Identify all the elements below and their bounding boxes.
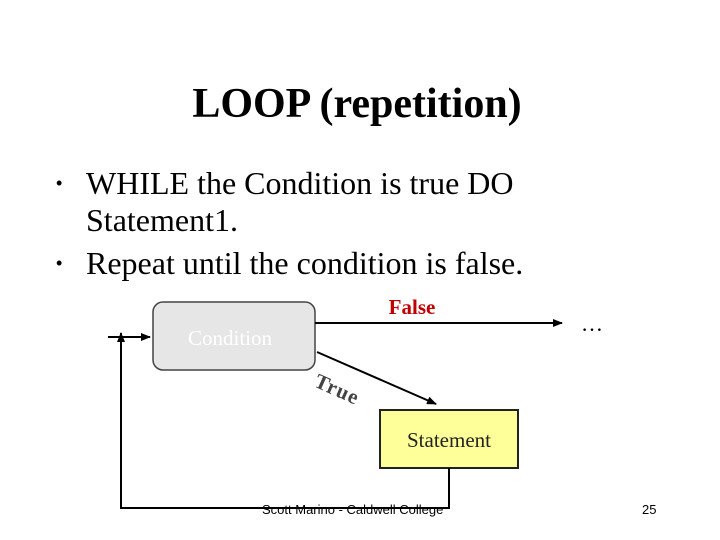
bullet-icon: • — [56, 253, 63, 273]
loop-back-arrow — [117, 332, 450, 509]
continuation-ellipsis: … — [581, 311, 603, 336]
statement-label: Statement — [407, 428, 491, 452]
true-arrow — [316, 351, 437, 405]
bullet-item-repeat: • Repeat until the condition is false. — [50, 245, 650, 282]
page-number: 25 — [642, 502, 657, 517]
bullet-icon: • — [56, 173, 63, 193]
footer-author: Scott Marino - Caldwell College — [262, 502, 444, 517]
bullet-list: • WHILE the Condition is true DO Stateme… — [50, 165, 650, 288]
false-label: False — [389, 295, 436, 319]
condition-label: Condition — [188, 326, 273, 350]
bullet-text: WHILE the Condition is true DO Statement… — [86, 165, 514, 238]
true-label: True — [311, 369, 363, 410]
bullet-text: Repeat until the condition is false. — [86, 245, 524, 281]
bullet-item-while: • WHILE the Condition is true DO Stateme… — [50, 165, 650, 239]
slide-title: LOOP (repetition) — [192, 81, 522, 127]
condition-box — [152, 301, 316, 371]
